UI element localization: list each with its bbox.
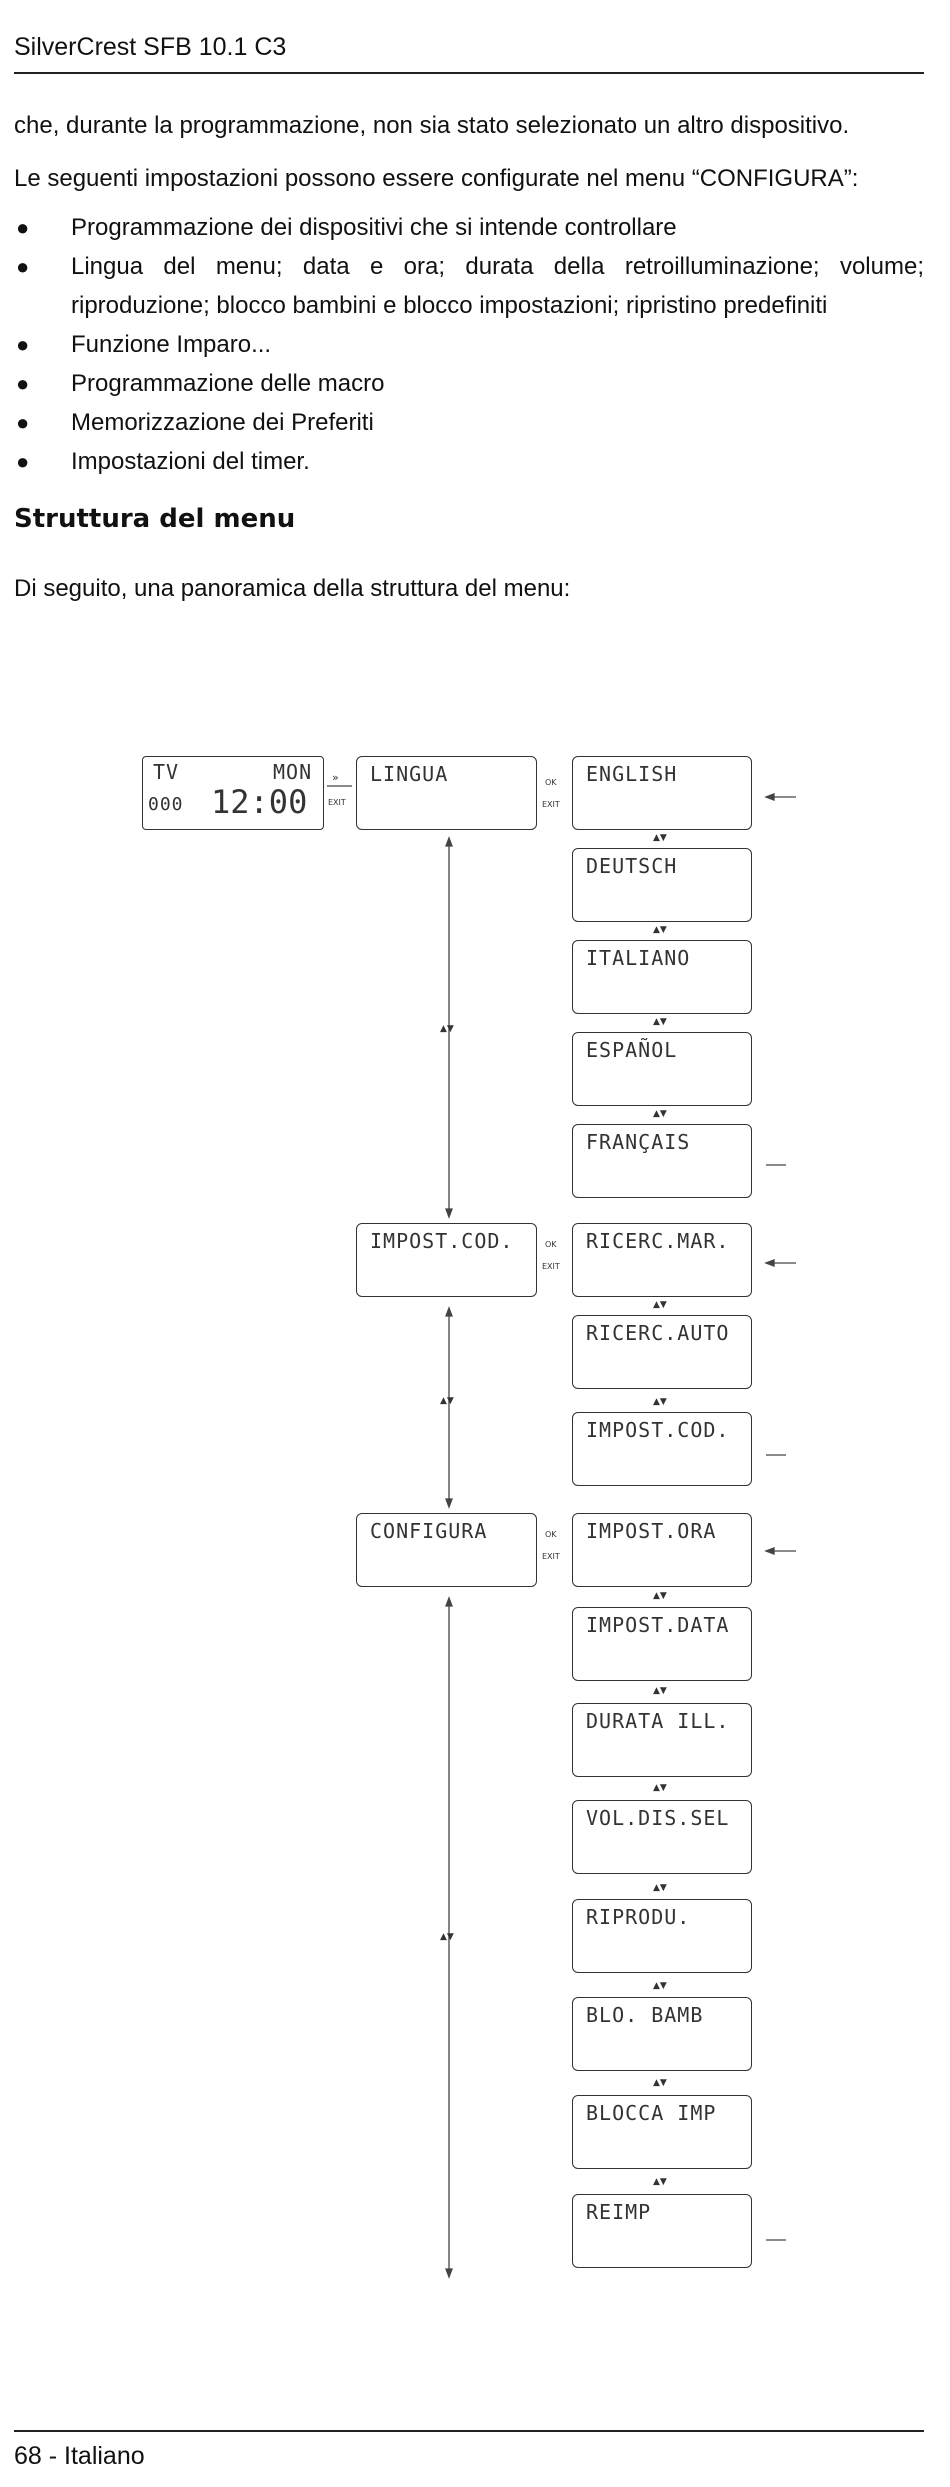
page-number: 68 - Italiano: [14, 2442, 145, 2470]
page-header: SilverCrest SFB 10.1 C3: [14, 32, 924, 74]
updown-label: ▲▼: [653, 1397, 667, 1407]
page-footer: 68 - Italiano: [14, 2430, 924, 2471]
updown-label: ▲▼: [653, 1300, 667, 1310]
display-mode: TV: [153, 760, 180, 784]
exit-label: EXIT: [542, 1262, 560, 1271]
submenu-francais: FRANÇAIS: [572, 1124, 752, 1198]
header-title: SilverCrest SFB 10.1 C3: [14, 33, 287, 61]
updown-label: ▲▼: [653, 2177, 667, 2187]
diagram-intro: Di seguito, una panoramica della struttu…: [14, 575, 571, 602]
paragraph-configura-intro: Le seguenti impostazioni possono essere …: [14, 165, 859, 192]
submenu-espanol: ESPAÑOL: [572, 1032, 752, 1106]
bullet-icon: ●: [16, 332, 30, 357]
menu-box-configura: CONFIGURA: [356, 1513, 537, 1587]
list-item: ●Lingua del menu; data e ora; durata del…: [14, 247, 924, 325]
submenu-ricerc-auto: RICERC.AUTO: [572, 1315, 752, 1389]
submenu-blocca-imp: BLOCCA IMP: [572, 2095, 752, 2169]
updown-label: ▲▼: [653, 1783, 667, 1793]
submenu-italiano: ITALIANO: [572, 940, 752, 1014]
submenu-blo-bamb: BLO. BAMB: [572, 1997, 752, 2071]
updown-label: ▲▼: [653, 1591, 667, 1601]
ok-label: OK: [545, 1530, 557, 1539]
section-title: Struttura del menu: [14, 504, 296, 534]
bullet-icon: ●: [16, 449, 30, 474]
list-item: ●Impostazioni del timer.: [14, 442, 924, 481]
updown-label: ▲▼: [653, 925, 667, 935]
home-display: TV MON 000 12:00: [142, 756, 324, 830]
submenu-impost-ora: IMPOST.ORA: [572, 1513, 752, 1587]
menu-box-lingua: LINGUA: [356, 756, 537, 830]
submenu-ricerc-mar: RICERC.MAR.: [572, 1223, 752, 1297]
list-item: ●Memorizzazione dei Preferiti: [14, 403, 924, 442]
page-content: che, durante la programmazione, non sia …: [14, 106, 924, 622]
list-item: ●Funzione Imparo...: [14, 325, 924, 364]
display-day: MON: [273, 760, 313, 784]
bullet-icon: ●: [16, 410, 30, 435]
submenu-impost-cod: IMPOST.COD.: [572, 1412, 752, 1486]
list-item: ●Programmazione dei dispositivi che si i…: [14, 208, 924, 247]
updown-label: ▲▼: [440, 1932, 454, 1942]
ok-label: OK: [545, 778, 557, 787]
submenu-impost-data: IMPOST.DATA: [572, 1607, 752, 1681]
updown-label: ▲▼: [653, 833, 667, 843]
menu-box-impost-cod: IMPOST.COD.: [356, 1223, 537, 1297]
updown-label: ▲▼: [653, 1981, 667, 1991]
submenu-durata-ill: DURATA ILL.: [572, 1703, 752, 1777]
submenu-riprodu: RIPRODU.: [572, 1899, 752, 1973]
updown-label: ▲▼: [653, 1017, 667, 1027]
bullet-icon: ●: [16, 215, 30, 240]
submenu-vol-dis-sel: VOL.DIS.SEL: [572, 1800, 752, 1874]
submenu-deutsch: DEUTSCH: [572, 848, 752, 922]
settings-list: ●Programmazione dei dispositivi che si i…: [14, 208, 924, 481]
ok-label: OK: [545, 1240, 557, 1249]
bullet-icon: ●: [16, 371, 30, 396]
submenu-english: ENGLISH: [572, 756, 752, 830]
display-code: 000: [148, 794, 184, 815]
updown-label: ▲▼: [440, 1024, 454, 1034]
updown-label: ▲▼: [653, 1883, 667, 1893]
exit-label: EXIT: [542, 1552, 560, 1561]
display-time: 12:00: [211, 783, 308, 821]
updown-label: ▲▼: [653, 1109, 667, 1119]
bullet-icon: ●: [16, 254, 30, 279]
exit-label: EXIT: [328, 798, 346, 807]
exit-label: EXIT: [542, 800, 560, 809]
updown-label: ▲▼: [653, 2078, 667, 2088]
submenu-reimp: REIMP: [572, 2194, 752, 2268]
list-item: ●Programmazione delle macro: [14, 364, 924, 403]
updown-label: ▲▼: [440, 1396, 454, 1406]
arrow-label: »: [332, 771, 339, 784]
updown-label: ▲▼: [653, 1686, 667, 1696]
paragraph-continuation: che, durante la programmazione, non sia …: [14, 112, 850, 139]
